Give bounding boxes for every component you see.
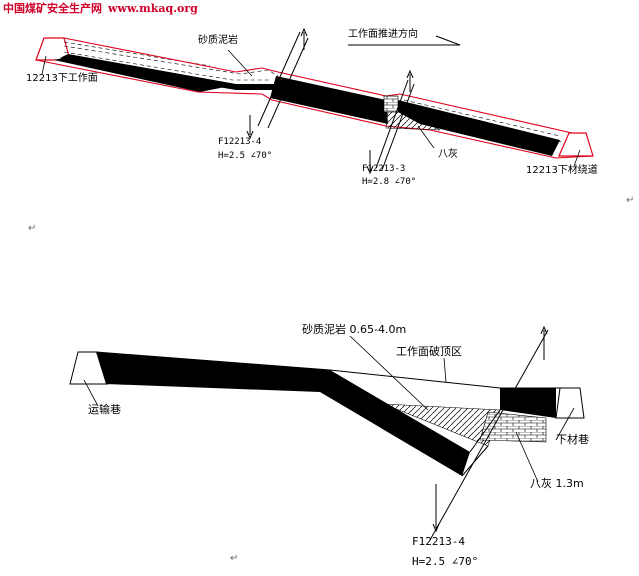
d1-fault-b xyxy=(370,74,415,170)
d2-label-fault-param: H=2.5 ∠70° xyxy=(412,555,479,568)
d1-advance-direction-arrow xyxy=(348,35,461,46)
d1-fault-a xyxy=(250,32,309,135)
return-mark-2: ↵ xyxy=(626,195,635,206)
d1-floor-line xyxy=(35,59,594,159)
d1-label-fault-a-param: H=2.5 ∠70° xyxy=(218,151,273,161)
d1-limestone-brick xyxy=(383,95,399,113)
watermark-url: www.mkaq.org xyxy=(108,2,198,15)
d1-label-sandy-mudstone: 砂质泥岩 xyxy=(198,35,238,46)
d2-label-sandy-mudstone: 砂质泥岩 0.65-4.0m xyxy=(302,323,407,336)
diagram-1 xyxy=(35,32,594,170)
d1-leader-lines xyxy=(41,49,581,167)
d1-label-fault-b-name: F12213-3 xyxy=(362,164,406,174)
d1-coal-seam-right xyxy=(398,100,560,156)
d2-label-fault-name: F12213-4 xyxy=(412,535,465,548)
return-mark-3: ↵ xyxy=(230,553,239,564)
d2-label-haulage-roadway: 运输巷 xyxy=(88,403,121,416)
diagram-2 xyxy=(69,330,585,541)
d1-coal-seam-left xyxy=(60,54,276,90)
d1-right-roadway xyxy=(558,132,594,157)
d2-fault xyxy=(429,330,549,541)
d1-coal-seam-left-main xyxy=(54,56,230,92)
d2-right-roadway xyxy=(555,387,585,419)
d2-limestone-brick xyxy=(479,411,547,443)
d1-label-advance-direction: 工作面推进方向 xyxy=(348,29,418,40)
d1-sandy-mudstone-layers xyxy=(63,41,563,143)
d2-leader-lines xyxy=(83,335,575,483)
site-watermark: 中国煤矿安全生产网 www.mkaq.org xyxy=(3,0,198,16)
d2-coal-seam-right xyxy=(500,388,556,418)
d1-label-lower-roadway: 12213下材绕道 xyxy=(526,165,598,176)
d1-label-fault-a-name: F12213-4 xyxy=(218,137,262,147)
d1-label-limestone: 八灰 xyxy=(438,149,458,160)
d2-label-material-roadway: 下材巷 xyxy=(556,433,589,446)
watermark-site-name: 中国煤矿安全生产网 xyxy=(3,2,102,15)
d1-roof-line xyxy=(63,37,573,134)
return-mark-1: ↵ xyxy=(28,223,37,234)
d2-coal-seam-main xyxy=(96,352,470,476)
d1-coal-seam-middle xyxy=(270,76,388,124)
d2-label-limestone: 八灰 1.3m xyxy=(530,477,584,490)
d2-floor-lines xyxy=(461,409,501,477)
d2-label-roof-break-zone: 工作面破顶区 xyxy=(396,345,462,358)
d1-label-fault-b-param: H=2.8 ∠70° xyxy=(362,177,417,187)
d1-label-working-face: 12213下工作面 xyxy=(26,73,98,84)
